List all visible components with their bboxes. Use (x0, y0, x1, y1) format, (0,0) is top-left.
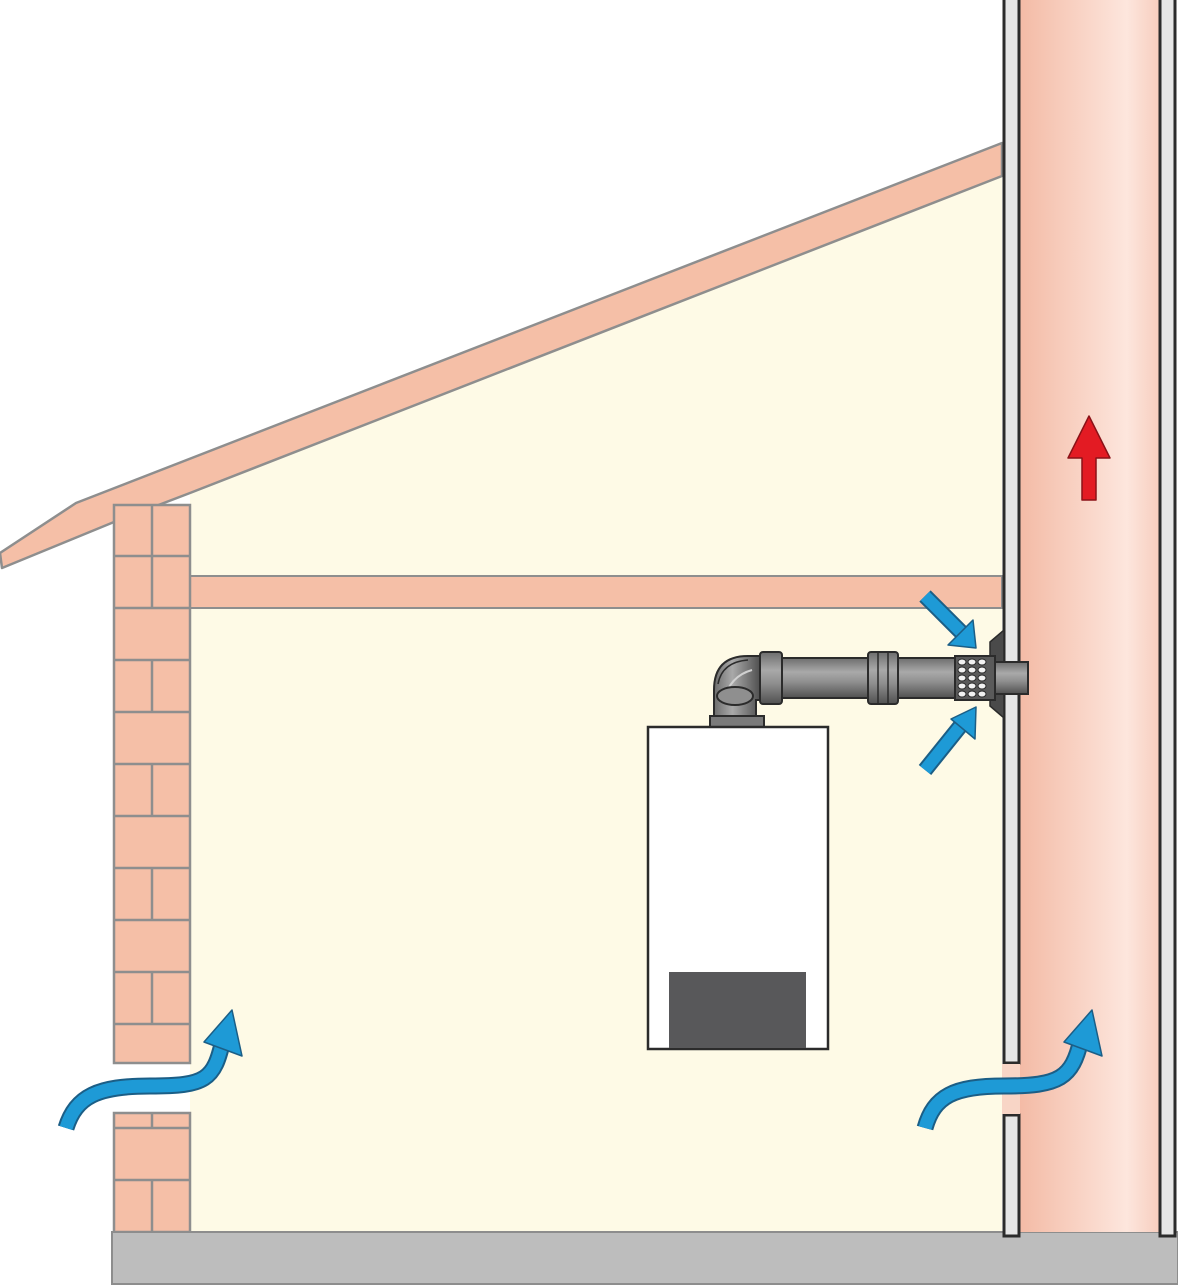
air-intake-arrow-upper (919, 590, 977, 649)
brick-wall-lower (112, 1111, 192, 1234)
boiler-panel (669, 972, 806, 1048)
ceiling-beam (189, 575, 1003, 609)
chimney-inlet-airflow-arrow (916, 1009, 1103, 1131)
pitched-roof (0, 141, 1004, 570)
flue-exhaust-arrow (1067, 415, 1111, 501)
chimney-left-wall-lower (1002, 1113, 1021, 1238)
wall-boiler (646, 725, 830, 1051)
chimney-right-wall (1158, 0, 1177, 1238)
pipe-coupling (867, 651, 899, 705)
air-intake-arrow-lower (918, 706, 977, 776)
air-intake-grille (954, 655, 996, 701)
floor-slab (111, 1231, 1178, 1285)
elbow-collar (716, 686, 754, 706)
chimney-flue (1002, 0, 1177, 1238)
chimney-left-wall-upper (1002, 0, 1021, 1065)
pipe-coupling (759, 651, 783, 705)
coaxial-flue-pipe (751, 651, 1029, 705)
flue-elbow (709, 655, 765, 729)
brick-wall-upper (112, 503, 192, 1065)
room-vent-airflow-arrow (57, 1009, 243, 1131)
